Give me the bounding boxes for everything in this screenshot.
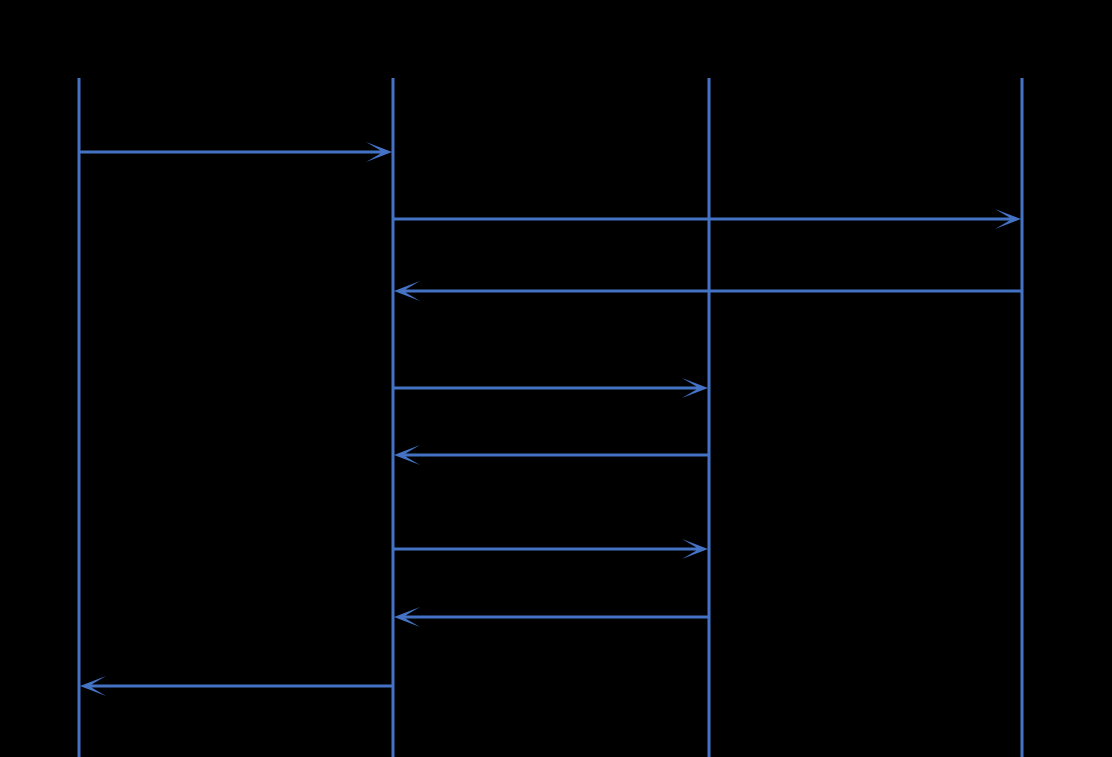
message-7-arrowhead-icon — [394, 607, 420, 627]
message-2-arrowhead-icon — [995, 209, 1021, 229]
message-4-arrowhead-icon — [682, 378, 708, 398]
message-8-arrowhead-icon — [80, 676, 106, 696]
message-6-arrowhead-icon — [682, 539, 708, 559]
message-1-arrowhead-icon — [366, 142, 392, 162]
message-5-arrowhead-icon — [394, 445, 420, 465]
message-3-arrowhead-icon — [394, 281, 420, 301]
